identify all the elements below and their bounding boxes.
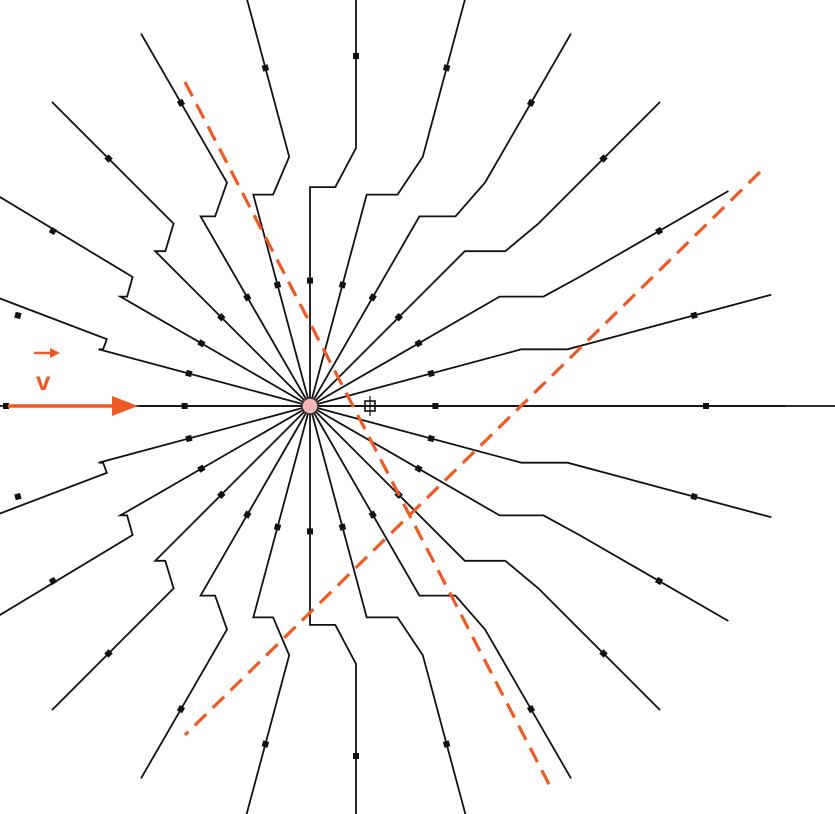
field-direction-marker	[217, 313, 226, 322]
field-line	[0, 195, 311, 407]
field-direction-marker	[243, 293, 252, 302]
field-direction-marker	[394, 313, 403, 322]
field-direction-marker	[427, 369, 435, 378]
field-direction-marker	[185, 369, 193, 378]
field-line	[0, 405, 311, 515]
field-line	[140, 33, 311, 407]
field-line	[309, 405, 729, 622]
orange-dashed-line	[183, 170, 762, 737]
field-direction-marker	[261, 64, 270, 72]
field-direction-marker	[14, 311, 22, 320]
field-direction-marker	[599, 649, 608, 658]
field-line	[309, 405, 467, 814]
field-line	[309, 405, 661, 711]
field-line	[0, 405, 311, 617]
field-line	[51, 101, 311, 407]
field-direction-marker	[48, 226, 57, 236]
field-direction-marker	[185, 434, 193, 443]
velocity-vector: v	[8, 348, 138, 416]
field-direction-marker	[217, 490, 226, 499]
field-direction-marker	[14, 492, 22, 501]
field-line	[0, 297, 311, 407]
orange-dashed-line	[183, 81, 554, 791]
field-line	[309, 0, 466, 407]
field-line	[309, 33, 572, 407]
field-direction-marker	[176, 705, 186, 714]
field-direction-marker	[526, 98, 536, 107]
field-direction-marker	[414, 339, 423, 348]
field-line	[246, 0, 311, 407]
field-direction-marker	[307, 528, 313, 535]
field-direction-marker	[414, 464, 423, 473]
field-direction-marker	[353, 753, 359, 759]
field-direction-marker	[273, 523, 282, 531]
radiation-wavefront-lines	[183, 81, 762, 791]
field-direction-marker	[690, 311, 698, 320]
field-direction-marker	[353, 53, 359, 59]
velocity-label: v	[36, 366, 51, 396]
velocity-label-arrow-head	[50, 348, 60, 358]
field-direction-marker	[338, 523, 347, 531]
field-direction-marker	[338, 281, 347, 289]
point-charge	[301, 397, 319, 415]
field-direction-marker	[526, 705, 536, 714]
field-line	[309, 293, 772, 407]
field-direction-marker	[368, 510, 377, 519]
field-direction-marker	[197, 339, 206, 348]
field-line	[309, 405, 772, 519]
field-direction-marker	[307, 277, 313, 284]
field-direction-marker	[442, 64, 451, 72]
field-direction-marker	[48, 576, 57, 586]
field-line	[309, 405, 572, 779]
field-direction-marker	[655, 226, 664, 236]
field-line	[309, 101, 661, 407]
field-direction-marker	[3, 403, 9, 409]
field-direction-marker	[442, 740, 451, 748]
field-direction-marker	[104, 154, 113, 163]
field-direction-marker	[261, 740, 270, 748]
field-direction-marker	[655, 576, 664, 586]
field-line	[309, 406, 357, 814]
field-line	[245, 405, 311, 814]
field-direction-marker	[197, 464, 206, 473]
field-direction-marker	[427, 434, 435, 443]
field-direction-marker	[243, 510, 252, 519]
field-line	[51, 405, 311, 711]
retarded-position-marker	[360, 396, 380, 416]
velocity-arrow-head	[112, 396, 138, 416]
field-line	[140, 405, 311, 779]
field-line	[309, 0, 357, 406]
field-direction-marker	[176, 98, 186, 107]
field-direction-marker	[273, 281, 282, 289]
field-line	[309, 190, 729, 407]
field-direction-marker	[690, 492, 698, 501]
field-direction-marker	[368, 293, 377, 302]
